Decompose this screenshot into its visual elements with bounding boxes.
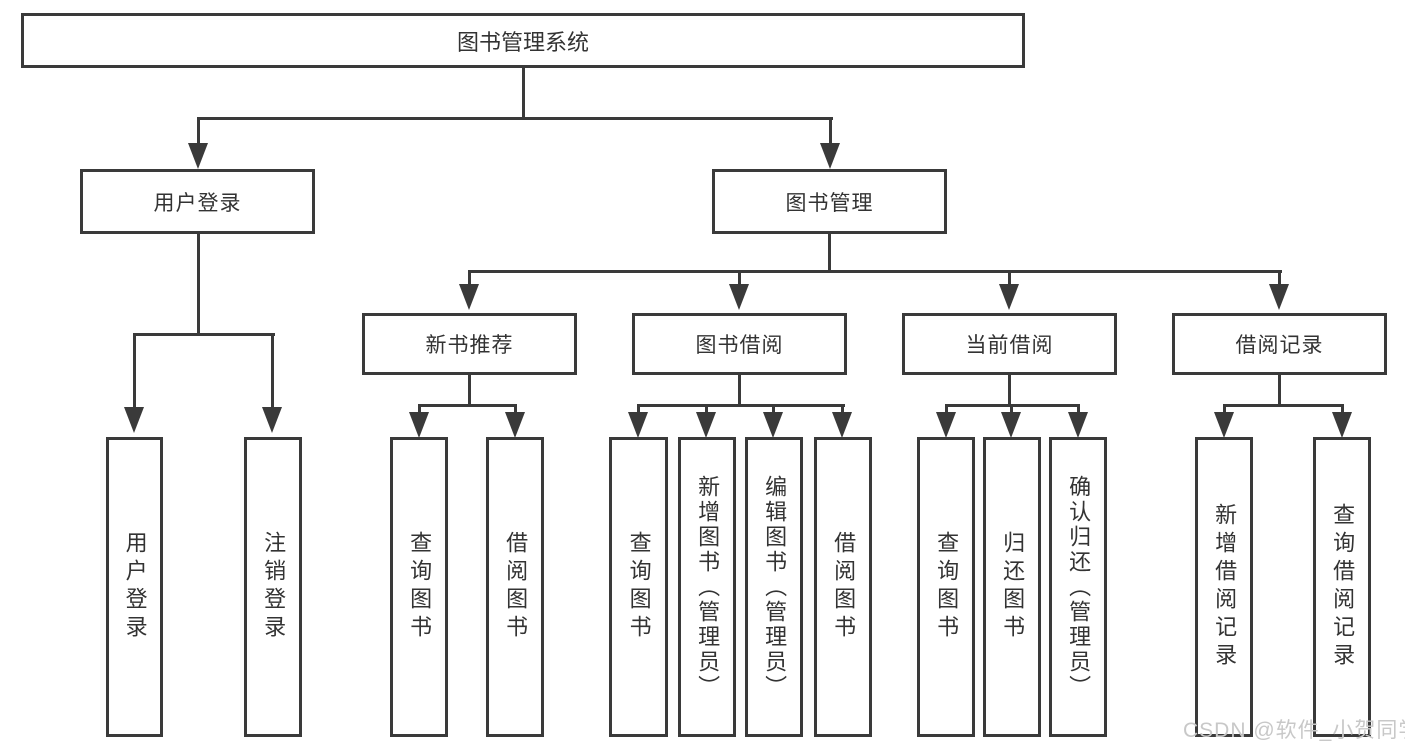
connector-leaf-stem xyxy=(705,404,708,418)
connector-leaf-stem xyxy=(1077,404,1080,418)
connector-leaf-stem xyxy=(133,333,136,409)
connector-l3-stem xyxy=(468,270,471,286)
connector-l3-stem xyxy=(1278,270,1281,286)
leaf-return-book: 归还图书 xyxy=(983,437,1041,737)
csdn-watermark: CSDN @软件_小贺同学 xyxy=(1183,719,1405,742)
leaf-logout: 注销登录 xyxy=(244,437,302,737)
arrowhead-leaf-user-login xyxy=(124,407,144,433)
connector-user-login-hline xyxy=(133,333,275,336)
connector-root-left-stem xyxy=(197,117,200,147)
node-label: 借阅图书 xyxy=(503,531,529,643)
connector-root-hline xyxy=(197,117,833,120)
connector-leaf-stem xyxy=(945,404,948,418)
connector-hline xyxy=(1223,404,1344,407)
leaf-borrow-books: 借阅图书 xyxy=(486,437,544,737)
connector-hline xyxy=(637,404,845,407)
node-label: 新书推荐 xyxy=(425,334,514,357)
connector-l3-stem xyxy=(738,270,741,286)
node-user-login: 用户登录 xyxy=(80,169,315,234)
arrowhead-leaf xyxy=(505,412,525,438)
connector-l3-stem xyxy=(1008,270,1011,286)
connector-leaf-stem xyxy=(1223,404,1226,418)
arrowhead-borrow-records xyxy=(1269,284,1289,310)
node-label: 新增图书（管理员） xyxy=(695,474,721,700)
connector-leaf-stem xyxy=(841,404,844,418)
leaf-query-books: 查询图书 xyxy=(917,437,975,737)
connector-hline xyxy=(418,404,517,407)
node-label: 用户登录 xyxy=(122,531,148,643)
arrowhead-leaf xyxy=(832,412,852,438)
connector-leaf-stem xyxy=(637,404,640,418)
arrowhead-leaf xyxy=(1001,412,1021,438)
connector-stem xyxy=(738,373,741,406)
arrowhead-leaf xyxy=(1214,412,1234,438)
node-label: 借阅记录 xyxy=(1235,334,1324,357)
node-label: 图书借阅 xyxy=(695,334,784,357)
connector-leaf-stem xyxy=(418,404,421,418)
leaf-query-books: 查询图书 xyxy=(390,437,448,737)
node-library-management-system: 图书管理系统 xyxy=(21,13,1025,68)
node-label: 当前借阅 xyxy=(965,334,1054,357)
node-label: 查询图书 xyxy=(934,531,960,643)
node-book-management: 图书管理 xyxy=(712,169,947,234)
leaf-query-books: 查询图书 xyxy=(609,437,668,737)
connector-user-login-stem xyxy=(197,232,200,336)
node-label: 查询借阅记录 xyxy=(1330,503,1356,671)
arrowhead-user-login xyxy=(188,143,208,169)
node-label: 确认归还（管理员） xyxy=(1066,474,1092,700)
connector-stem xyxy=(1008,373,1011,406)
node-book-borrow: 图书借阅 xyxy=(632,313,847,375)
node-new-book-recommend: 新书推荐 xyxy=(362,313,577,375)
leaf-user-login: 用户登录 xyxy=(106,437,163,737)
arrowhead-leaf xyxy=(1332,412,1352,438)
node-label: 注销登录 xyxy=(261,531,287,643)
node-label: 归还图书 xyxy=(1000,531,1026,643)
arrowhead-new-book-recommend xyxy=(459,284,479,310)
arrowhead-leaf xyxy=(628,412,648,438)
connector-leaf-stem xyxy=(772,404,775,418)
node-borrow-records: 借阅记录 xyxy=(1172,313,1387,375)
connector-book-mgmt-hline xyxy=(468,270,1282,273)
connector-stem xyxy=(1278,373,1281,406)
arrowhead-book-management xyxy=(820,143,840,169)
arrowhead-book-borrow xyxy=(729,284,749,310)
node-label: 查询图书 xyxy=(407,531,433,643)
node-label: 编辑图书（管理员） xyxy=(762,474,788,700)
leaf-add-book-admin: 新增图书（管理员） xyxy=(678,437,736,737)
node-label: 图书管理系统 xyxy=(456,29,589,55)
arrowhead-leaf xyxy=(1068,412,1088,438)
node-label: 新增借阅记录 xyxy=(1212,503,1238,671)
connector-root-right-stem xyxy=(829,117,832,147)
leaf-borrow-books: 借阅图书 xyxy=(814,437,872,737)
leaf-confirm-return-admin: 确认归还（管理员） xyxy=(1049,437,1107,737)
leaf-add-borrow-record: 新增借阅记录 xyxy=(1195,437,1253,737)
connector-book-mgmt-stem xyxy=(828,232,831,272)
node-label: 查询图书 xyxy=(626,531,652,643)
arrowhead-leaf xyxy=(936,412,956,438)
arrowhead-leaf-logout xyxy=(262,407,282,433)
connector-leaf-stem xyxy=(514,404,517,418)
connector-root-stem xyxy=(522,66,525,118)
leaf-query-borrow-record: 查询借阅记录 xyxy=(1313,437,1371,737)
arrowhead-current-borrow xyxy=(999,284,1019,310)
arrowhead-leaf xyxy=(409,412,429,438)
node-current-borrow: 当前借阅 xyxy=(902,313,1117,375)
arrowhead-leaf xyxy=(763,412,783,438)
leaf-edit-book-admin: 编辑图书（管理员） xyxy=(745,437,803,737)
connector-leaf-stem xyxy=(1010,404,1013,418)
node-label: 借阅图书 xyxy=(831,531,857,643)
node-label: 用户登录 xyxy=(153,191,242,215)
arrowhead-leaf xyxy=(696,412,716,438)
connector-stem xyxy=(468,373,471,406)
connector-leaf-stem xyxy=(271,333,274,409)
node-label: 图书管理 xyxy=(785,191,874,215)
connector-leaf-stem xyxy=(1341,404,1344,418)
